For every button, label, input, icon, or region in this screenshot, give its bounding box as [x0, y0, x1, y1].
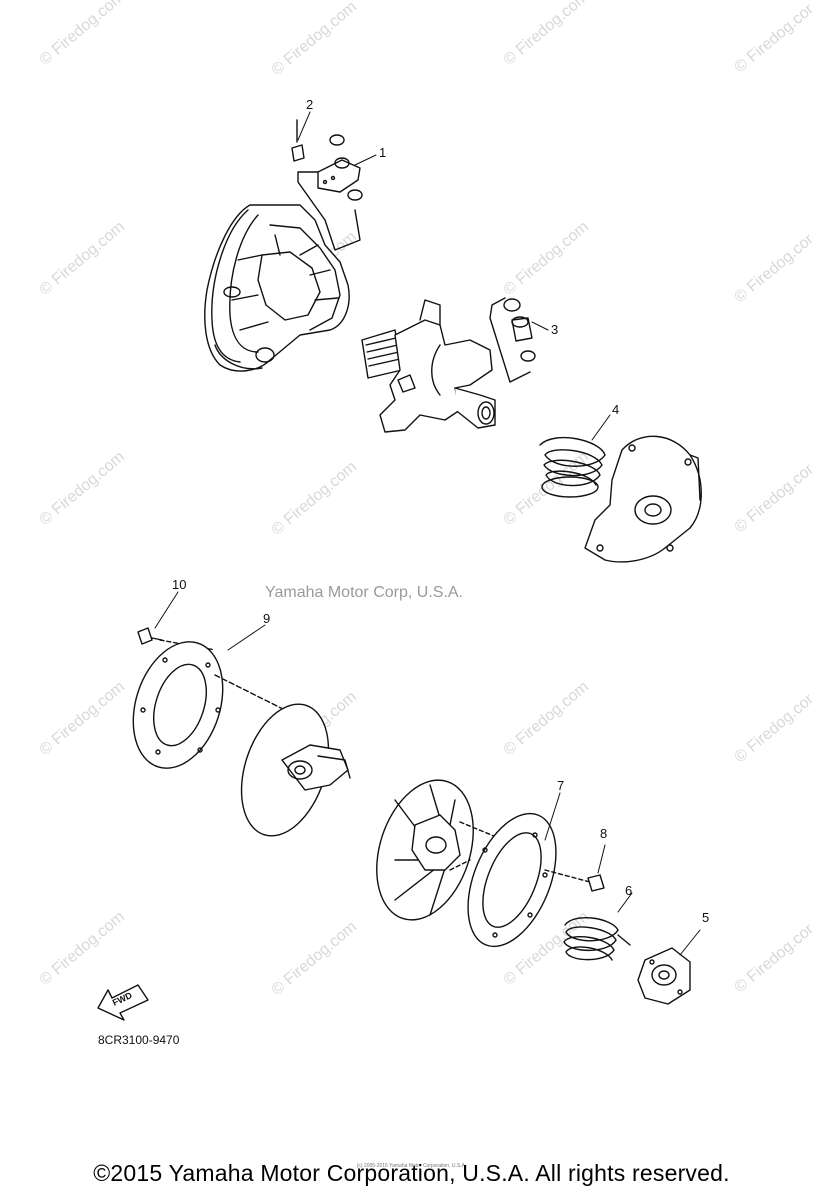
callout-7: 7 [557, 778, 565, 793]
callout-4: 4 [612, 402, 620, 417]
cover-plate [584, 435, 702, 563]
callout-8: 8 [600, 826, 608, 841]
spring-upper [539, 437, 606, 498]
fwd-arrow-icon [97, 984, 149, 1021]
callout-1: 1 [379, 145, 387, 160]
callout-6: 6 [625, 883, 633, 898]
fixed-sheave [240, 703, 351, 837]
slider-bushes [489, 297, 536, 383]
leader-lines [154, 111, 701, 956]
end-cap [637, 947, 691, 1005]
sheave-housing [204, 204, 350, 372]
pin [291, 119, 305, 162]
gasket-ring-lower [467, 812, 591, 948]
center-watermark: Yamaha Motor Corp, U.S.A. [265, 584, 463, 601]
bottom-watermark-strip [0, 1192, 823, 1200]
callout-3: 3 [551, 322, 559, 337]
bolt-8 [587, 874, 605, 892]
callout-10: 10 [172, 577, 187, 592]
callout-5: 5 [702, 910, 710, 925]
spring-lower [563, 917, 631, 961]
copyright-small: (c) 2005-2015 Yamaha Motor Corporation, … [356, 1163, 467, 1169]
part-code: 8CR3100-9470 [98, 1033, 180, 1047]
spider-hub [361, 299, 496, 433]
movable-sheave [376, 779, 541, 921]
callout-2: 2 [306, 97, 314, 112]
copyright-footer: ©2015 Yamaha Motor Corporation, U.S.A. A… [93, 1160, 730, 1186]
gasket-ring [132, 641, 286, 769]
weight-bracket [297, 134, 363, 251]
callout-9: 9 [263, 611, 271, 626]
